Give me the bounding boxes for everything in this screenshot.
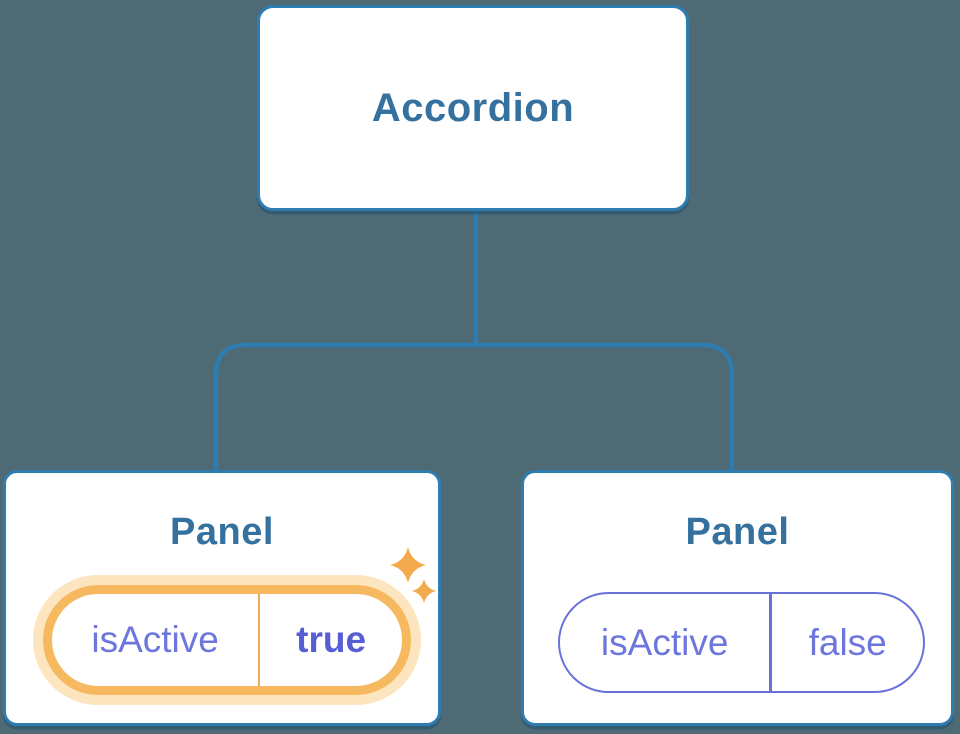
state-value-label: false (808, 621, 887, 663)
accordion-node: Accordion (257, 5, 689, 211)
state-pill-inactive: isActive false (558, 592, 925, 693)
state-key-label: isActive (600, 621, 729, 663)
accordion-label: Accordion (371, 85, 575, 130)
state-pill-inactive-key-cell: isActive (560, 594, 773, 691)
state-pill-active-ring: isActive true (43, 585, 411, 695)
state-pill-active-value-cell: true (260, 594, 402, 686)
state-pill-active-key-cell: isActive (52, 594, 261, 686)
state-key-label: isActive (91, 619, 219, 660)
panel-node-active: Panel isActive true (3, 470, 441, 726)
state-value-label: true (296, 619, 367, 660)
panel-active-label: Panel (170, 511, 274, 553)
panel-inactive-label: Panel (685, 511, 790, 553)
state-pill-active: isActive true (33, 575, 421, 705)
panel-node-inactive: Panel isActive false (521, 470, 954, 726)
state-pill-inactive-value-cell: false (772, 594, 923, 691)
sparkles-icon (390, 547, 436, 603)
